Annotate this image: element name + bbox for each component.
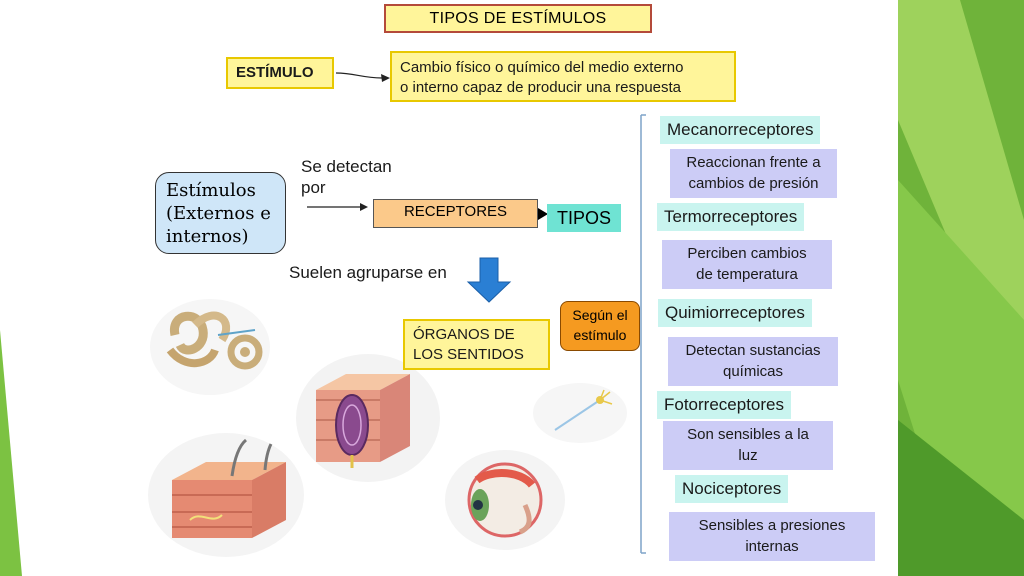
green-corner-left xyxy=(0,330,22,576)
se-detectan-text: Se detectan por xyxy=(301,156,392,198)
definition-line-1: Cambio físico o químico del medio extern… xyxy=(400,59,684,76)
organos-sentidos-box: ÓRGANOS DE LOS SENTIDOS xyxy=(403,319,550,370)
receptor-desc-quimiorreceptores: Detectan sustancias químicas xyxy=(668,337,838,386)
segun-line-2: estímulo xyxy=(573,327,627,343)
eye-illustration xyxy=(445,450,565,550)
organos-line-1: ÓRGANOS DE xyxy=(413,326,515,343)
estimulo-label: ESTÍMULO xyxy=(226,57,334,89)
estimulos-line-1: Estímulos xyxy=(166,180,256,201)
desc-line: Son sensibles a la xyxy=(687,426,809,443)
definition-line-2: o interno capaz de producir una respuest… xyxy=(400,79,682,96)
desc-line: de temperatura xyxy=(696,266,798,283)
inner-ear-illustration xyxy=(150,299,270,395)
receptor-name-fotorreceptores: Fotorreceptores xyxy=(657,391,791,419)
neuron-illustration xyxy=(533,383,627,443)
receptores-box: RECEPTORES xyxy=(373,199,538,228)
receptor-desc-termorreceptores: Perciben cambios de temperatura xyxy=(662,240,832,289)
estimulos-box: Estímulos (Externos e internos) xyxy=(155,172,286,254)
desc-line: Reaccionan frente a xyxy=(686,154,821,171)
estimulo-arrowhead xyxy=(381,74,390,82)
desc-line: internas xyxy=(745,538,799,555)
desc-line: químicas xyxy=(722,363,784,380)
suelen-agruparse-text: Suelen agruparse en xyxy=(289,263,447,282)
receptores-tipos-arrowhead xyxy=(538,208,548,220)
se-detectan-line-2: por xyxy=(301,178,326,197)
desc-line: Detectan sustancias xyxy=(685,342,821,359)
receptor-desc-nociceptores: Sensibles a presiones internas xyxy=(669,512,875,561)
desc-line: Sensibles a presiones xyxy=(698,517,846,534)
receptor-desc-fotorreceptores: Son sensibles a la luz xyxy=(663,421,833,470)
segun-line-1: Según el xyxy=(572,307,628,323)
desc-line: luz xyxy=(738,447,758,464)
organos-line-2: LOS SENTIDOS xyxy=(413,346,524,363)
estimulos-line-2: (Externos e xyxy=(166,203,271,224)
receptor-desc-mecanorreceptores: Reaccionan frente a cambios de presión xyxy=(670,149,837,198)
blue-down-arrow xyxy=(466,257,512,303)
receptor-name-quimiorreceptores: Quimiorreceptores xyxy=(658,299,812,327)
skin-cross-section-illustration xyxy=(148,433,304,557)
segun-estimulo-box: Según el estímulo xyxy=(560,301,640,351)
receptor-name-termorreceptores: Termorreceptores xyxy=(657,203,805,231)
estimulo-definition: Cambio físico o químico del medio extern… xyxy=(390,51,736,102)
receptor-name-mecanorreceptores: Mecanorreceptores xyxy=(660,116,821,144)
estimulo-arrow xyxy=(335,72,384,79)
receptor-name-nociceptores: Nociceptores xyxy=(675,475,789,503)
green-stripe-dark xyxy=(898,420,1024,576)
se-detectan-line-1: Se detectan xyxy=(301,157,392,176)
estimulos-line-3: internos) xyxy=(166,226,249,247)
desc-line: cambios de presión xyxy=(688,175,819,192)
tipos-box: TIPOS xyxy=(547,204,621,232)
page-title: TIPOS DE ESTÍMULOS xyxy=(384,4,652,33)
detect-arrowhead xyxy=(360,203,368,211)
desc-line: Perciben cambios xyxy=(687,245,807,262)
skin-receptor-illustration xyxy=(296,354,440,482)
